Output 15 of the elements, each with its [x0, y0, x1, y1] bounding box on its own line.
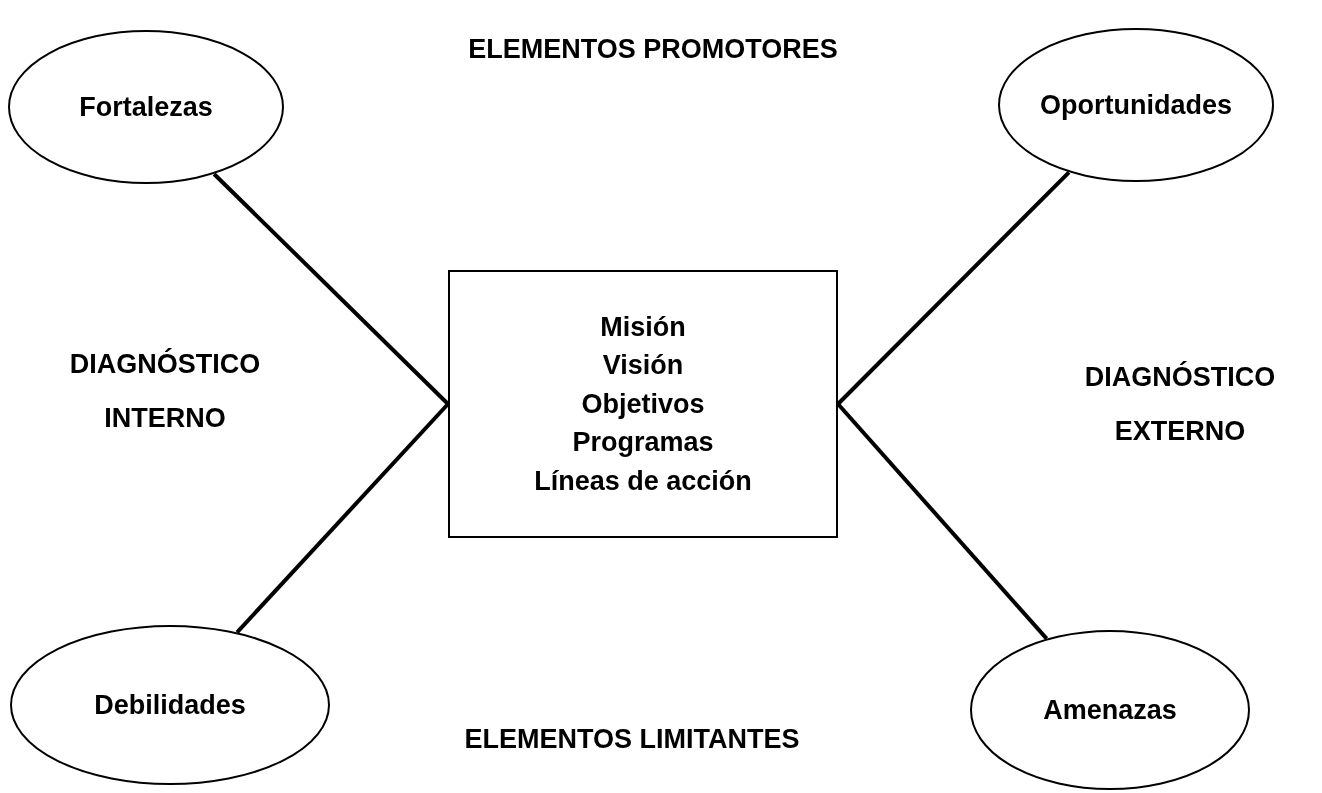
section-heading: ELEMENTOS LIMITANTES	[464, 723, 800, 756]
node-label: Misión	[600, 310, 686, 344]
section-heading: ELEMENTOS PROMOTORES	[468, 33, 838, 66]
node-label: Fortalezas	[79, 90, 213, 124]
connector-line	[235, 402, 450, 634]
node-label: Programas	[572, 426, 714, 460]
node-label: Amenazas	[1043, 693, 1177, 727]
section-heading: DIAGNÓSTICO EXTERNO	[1083, 360, 1277, 448]
node-label: Debilidades	[94, 688, 246, 722]
node-label: Visión	[602, 349, 684, 383]
node-label: Líneas de acción	[534, 464, 752, 498]
node-label: Oportunidades	[1040, 88, 1232, 122]
section-heading: DIAGNÓSTICO INTERNO	[68, 347, 262, 435]
connector-line	[212, 172, 450, 406]
node-label: Objetivos	[581, 387, 705, 421]
